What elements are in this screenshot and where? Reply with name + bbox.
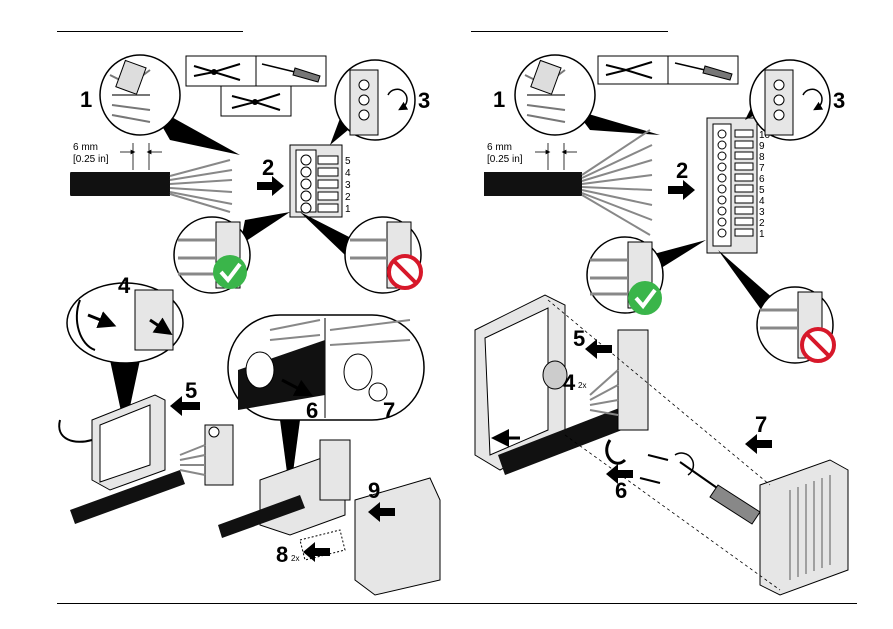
right-correct-detail [586, 236, 706, 315]
left-step-3: 3 [418, 88, 430, 113]
left-step-5: 5 [185, 378, 197, 403]
pliers-icon [231, 93, 281, 111]
right-step3-detail [745, 59, 831, 141]
right-terminal-6: 6 [759, 174, 765, 185]
left-step4-detail [66, 282, 184, 430]
left-housing [58, 394, 166, 491]
right-step-6: 6 [615, 478, 627, 503]
right-terminal-1: 1 [759, 229, 765, 240]
left-terminal-1: 1 [345, 204, 351, 215]
right-step-2: 2 [676, 158, 688, 183]
left-strip-mm: 6 mm [73, 142, 98, 153]
wire-stripper-icon [193, 63, 241, 81]
right-cable [484, 129, 653, 236]
left-connector-small [179, 424, 234, 486]
footer-rule [57, 603, 857, 604]
left-terminal-4: 4 [345, 168, 351, 179]
left-correct-detail [173, 212, 290, 294]
right-screwdriver [674, 452, 761, 525]
right-step-4: 4 [563, 370, 576, 395]
right-step1-detail [514, 54, 660, 136]
left-terminal-5: 5 [345, 156, 351, 167]
right-terminal-4: 4 [759, 196, 765, 207]
right-strip-mm: 6 mm [487, 142, 512, 153]
right-terminal-5: 5 [759, 185, 765, 196]
right-step-5: 5 [573, 326, 585, 351]
right-connector-10pin [706, 117, 758, 254]
right-terminal-8: 8 [759, 152, 765, 163]
left-incorrect-detail [300, 212, 423, 294]
left-step-9: 9 [368, 478, 380, 503]
check-icon [213, 255, 247, 289]
left-step1-detail [99, 54, 240, 155]
right-step4-multiplier: 2x [578, 381, 586, 390]
left-terminal-2: 2 [345, 192, 351, 203]
left-assembly [218, 439, 441, 596]
left-step-8: 8 [276, 542, 288, 567]
left-step-1: 1 [80, 87, 92, 112]
right-terminal-9: 9 [759, 141, 765, 152]
prohibited-icon [387, 254, 423, 290]
left-step-4: 4 [118, 273, 131, 298]
right-connector-exploded [589, 329, 649, 431]
left-step3-detail [330, 59, 416, 145]
right-terminal-3: 3 [759, 207, 765, 218]
right-header-rule [471, 31, 668, 32]
left-step-7: 7 [383, 398, 395, 423]
left-connector-5pin [289, 144, 343, 218]
right-terminal-7: 7 [759, 163, 765, 174]
left-cable [65, 159, 233, 213]
left-step-6: 6 [306, 398, 318, 423]
right-strip-in: [0.25 in] [487, 154, 523, 165]
right-step-7: 7 [755, 412, 767, 437]
left-strip-in: [0.25 in] [73, 154, 109, 165]
right-tools-box [597, 55, 739, 85]
left-step8-multiplier: 2x [291, 554, 299, 563]
left-terminal-3: 3 [345, 180, 351, 191]
left-tools-box [185, 55, 327, 117]
right-step-3: 3 [833, 88, 845, 113]
left-step67-detail [227, 314, 425, 495]
left-header-rule [57, 31, 243, 32]
screwdriver-icon [261, 63, 321, 83]
right-incorrect-detail [718, 250, 836, 364]
right-enclosure-front [759, 459, 849, 596]
left-step-2: 2 [262, 155, 274, 180]
right-terminal-2: 2 [759, 218, 765, 229]
right-enclosure-back [474, 294, 568, 471]
right-step-1: 1 [493, 87, 505, 112]
